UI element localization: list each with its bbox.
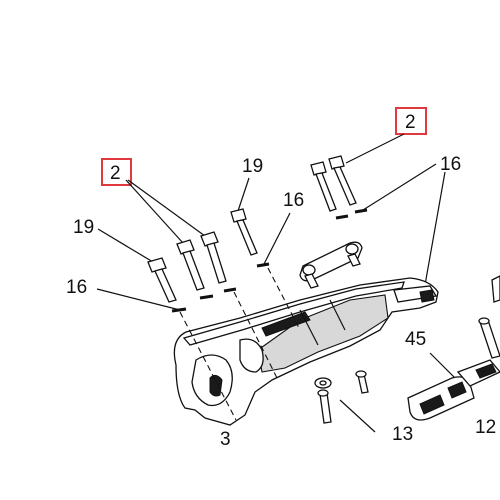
label-3: 3 [220,429,231,450]
bolt-2-right-a[interactable] [310,161,337,212]
callout-box-2-left[interactable] [101,158,132,186]
right-edge-bolt[interactable] [478,317,500,359]
label-45: 45 [405,329,426,350]
washer-13[interactable] [314,377,332,389]
washers-16 [171,208,368,313]
bolt-2-right-b[interactable] [328,155,357,206]
callout-box-2-right[interactable] [395,107,427,135]
screw-13-left[interactable] [317,389,332,424]
alignment-dashes [179,267,301,421]
label-12: 12 [475,417,496,438]
bolt-2-left-b[interactable] [200,231,227,284]
label-19-mid: 19 [242,156,263,177]
label-2-left: 2 [110,163,121,184]
label-2-right: 2 [405,112,416,133]
bolt-2-left-a[interactable] [176,239,205,291]
main-housing[interactable] [173,277,439,426]
right-edge-bracket[interactable] [491,275,500,303]
bolt-19-mid[interactable] [230,208,258,256]
bracket-part[interactable] [299,241,363,289]
label-16-mid: 16 [283,190,304,211]
part-45-clip[interactable] [407,359,500,421]
screw-13-right[interactable] [355,370,369,394]
bolt-19-left[interactable] [147,257,177,303]
label-13: 13 [392,424,413,445]
label-16-left: 16 [66,277,87,298]
label-16-right: 16 [440,154,461,175]
label-19-left: 19 [73,217,94,238]
